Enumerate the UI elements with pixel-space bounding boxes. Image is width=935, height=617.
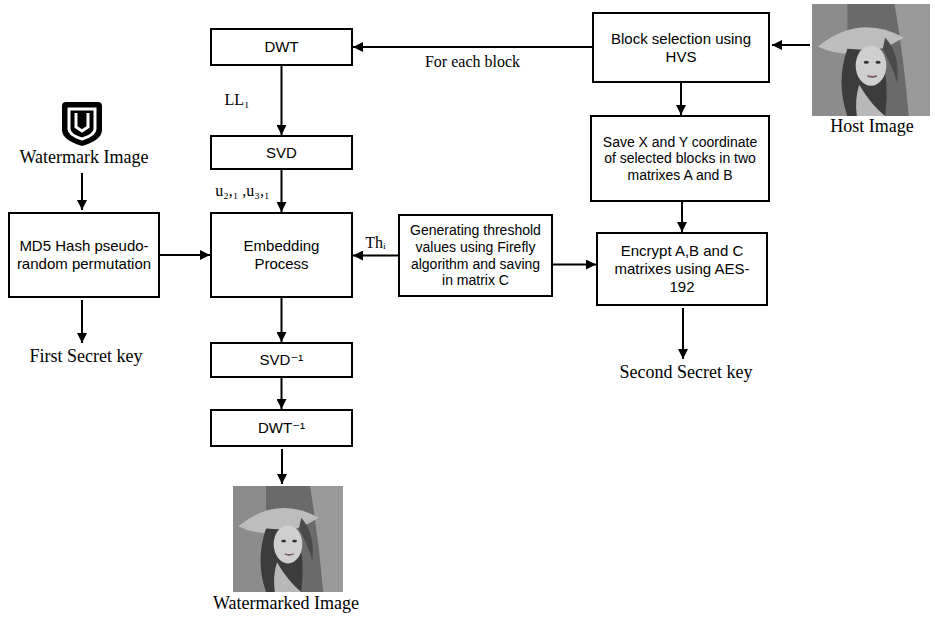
box-text: Save X and Y coordinate of selected bloc… <box>598 134 762 184</box>
box-text: Block selection using HVS <box>600 30 762 65</box>
process-box: DWT⁻¹ <box>210 409 353 447</box>
watermarked-image-photo <box>233 486 343 592</box>
flow-arrow <box>81 173 83 210</box>
flow-arrow <box>281 170 283 212</box>
box-text: MD5 Hash pseudo-random permutation <box>16 237 152 272</box>
flow-arrow <box>81 300 83 343</box>
box-text: DWT <box>264 38 298 56</box>
process-box: Embedding Process <box>210 212 353 298</box>
flow-arrow <box>772 44 810 46</box>
watermark-icon <box>62 102 102 146</box>
caption-label: Host Image <box>829 116 914 137</box>
flow-arrow <box>682 308 684 359</box>
box-text: Embedding Process <box>218 237 345 272</box>
caption-label: Watermarked Image <box>212 593 360 614</box>
flow-arrow <box>281 298 283 342</box>
host-image-photo <box>812 4 930 116</box>
process-box: DWT <box>210 28 353 66</box>
flow-arrow <box>353 46 592 48</box>
box-text: Generating threshold values using Firefl… <box>406 222 545 288</box>
flow-arrow <box>160 254 210 256</box>
edge-label: u₂,₁ ,u₃,₁ <box>213 182 271 200</box>
box-text: SVD⁻¹ <box>260 351 304 369</box>
edge-label: Thᵢ <box>363 234 387 252</box>
icon-inner <box>69 109 95 139</box>
flow-arrow <box>281 66 283 135</box>
flow-arrow <box>353 255 398 257</box>
flow-arrow <box>680 83 682 115</box>
caption-label: Watermark Image <box>19 147 150 168</box>
flow-arrow <box>281 378 283 409</box>
process-box: Encrypt A,B and C matrixes using AES-192 <box>596 232 768 306</box>
edge-label: For each block <box>423 53 522 71</box>
box-text: SVD <box>266 144 297 162</box>
process-box: SVD <box>210 135 353 170</box>
flow-arrow <box>281 449 283 484</box>
icon-mark <box>76 113 88 131</box>
caption-label: Second Secret key <box>619 362 754 383</box>
box-text: DWT⁻¹ <box>258 419 305 437</box>
edge-label: LL₁ <box>222 91 251 109</box>
icon-shield <box>62 102 102 146</box>
box-text: Encrypt A,B and C matrixes using AES-192 <box>604 242 760 295</box>
flow-arrow <box>681 202 683 232</box>
process-box: Block selection using HVS <box>592 12 770 83</box>
process-box: Save X and Y coordinate of selected bloc… <box>590 115 770 202</box>
caption-label: First Secret key <box>29 346 144 367</box>
process-box: MD5 Hash pseudo-random permutation <box>8 212 160 298</box>
process-box: SVD⁻¹ <box>210 342 353 378</box>
flow-arrow <box>553 264 596 266</box>
process-box: Generating threshold values using Firefl… <box>398 214 553 297</box>
